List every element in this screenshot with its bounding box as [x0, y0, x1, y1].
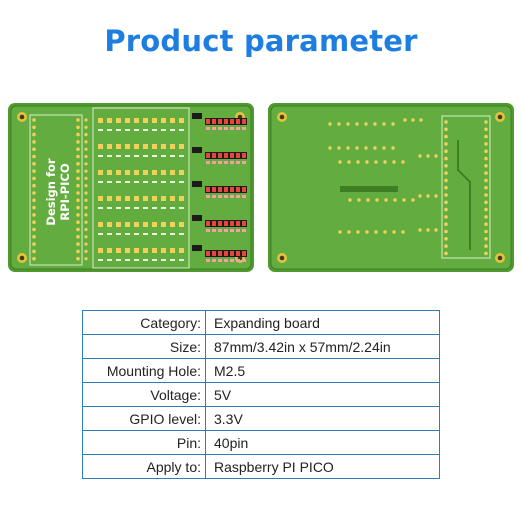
spec-label: Voltage:: [82, 382, 206, 407]
spec-label: Size:: [82, 334, 206, 359]
product-images: Design for RPI-PICO: [8, 103, 514, 272]
spec-row: Pin:40pin: [82, 430, 440, 455]
spec-row: Apply to:Raspberry PI PICO: [82, 454, 440, 479]
spec-value: 5V: [205, 382, 440, 407]
spec-value: 87mm/3.42in x 57mm/2.24in: [205, 334, 440, 359]
spec-label: Mounting Hole:: [82, 358, 206, 383]
spec-row: Mounting Hole:M2.5: [82, 358, 440, 383]
board-front-image: Design for RPI-PICO: [8, 103, 254, 272]
spec-value: M2.5: [205, 358, 440, 383]
spec-label: GPIO level:: [82, 406, 206, 431]
spec-value: Expanding board: [205, 310, 440, 335]
silkscreen-design-for: Design for: [44, 158, 58, 225]
board-back-image: [268, 103, 514, 272]
spec-row: Category:Expanding board: [82, 310, 440, 335]
spec-row: Size:87mm/3.42in x 57mm/2.24in: [82, 334, 440, 359]
spec-label: Category:: [82, 310, 206, 335]
spec-label: Pin:: [82, 430, 206, 455]
page-title: Product parameter: [104, 24, 418, 58]
spec-row: Voltage:5V: [82, 382, 440, 407]
silkscreen-rpi-pico: RPI-PICO: [58, 163, 72, 220]
spec-row: GPIO level:3.3V: [82, 406, 440, 431]
spec-value: Raspberry PI PICO: [205, 454, 440, 479]
spec-label: Apply to:: [82, 454, 206, 479]
spec-value: 3.3V: [205, 406, 440, 431]
spec-value: 40pin: [205, 430, 440, 455]
